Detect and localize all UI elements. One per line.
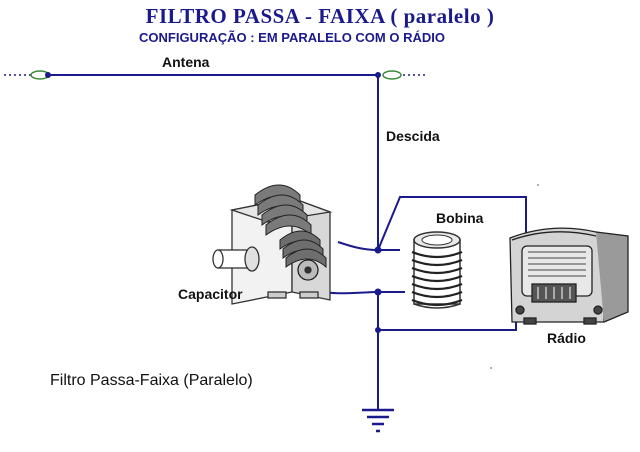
capacitor-icon — [212, 184, 333, 305]
capacitor-label: Capacitor — [178, 286, 243, 302]
scan-specks — [490, 184, 539, 369]
diagram-subtitle: CONFIGURAÇÃO : EM PARALELO COM O RÁDIO — [139, 30, 445, 45]
antenna-label: Antena — [162, 54, 210, 70]
junction-dots — [374, 246, 382, 333]
left-insulator — [30, 70, 51, 80]
coil-label: Bobina — [436, 210, 484, 226]
diagram-caption: Filtro Passa-Faixa (Paralelo) — [50, 372, 253, 389]
ground-icon — [362, 408, 394, 433]
right-insulator — [375, 70, 402, 80]
radio-label: Rádio — [547, 330, 586, 346]
diagram-title: FILTRO PASSA - FAIXA ( paralelo ) — [145, 4, 495, 28]
downlead-label: Descida — [386, 128, 440, 144]
coil-icon — [411, 231, 463, 309]
radio-icon — [509, 227, 629, 325]
